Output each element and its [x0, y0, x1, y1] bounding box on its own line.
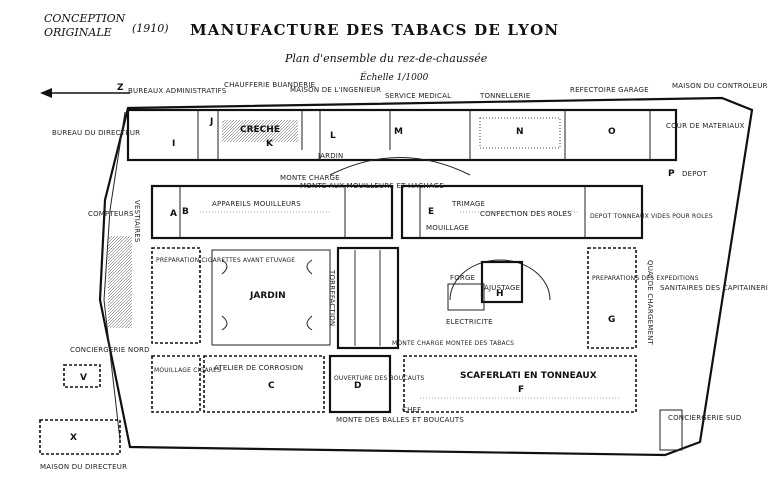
label-bureau-directeur: BUREAU DU DIRECTEUR: [52, 129, 140, 137]
boundary-inner: [103, 111, 126, 441]
label-maison-ingenieur: MAISON DE L'INGENIEUR: [290, 86, 381, 94]
label-preparation: PREPARATION CIGARETTES AVANT ETUVAGE: [156, 257, 295, 264]
left-hatch: [108, 236, 132, 328]
label-jardin-centre: JARDIN: [249, 291, 286, 301]
building-e: [400, 184, 644, 240]
label-tonnellerie: TONNELLERIE: [479, 92, 530, 100]
label-monte-balles: MONTE DES BALLES ET BOUCAUTS: [336, 416, 464, 424]
label-jardin-top: JARDIN: [317, 152, 344, 160]
building-h: [480, 260, 524, 304]
label-monte-mouilleurs: MONTE AUX MOUILLEURS ET HACHAGE: [300, 182, 444, 190]
building-d: [328, 354, 392, 414]
label-refectoire: REFECTOIRE GARAGE: [570, 86, 649, 94]
svg-text:B: B: [182, 207, 189, 217]
label-maison-controleur: MAISON DU CONTROLEUR: [672, 82, 768, 90]
label-vestiaires: VESTIAIRES: [133, 200, 141, 243]
label-compteurs: COMPTEURS: [88, 210, 134, 218]
label-cour: COUR DE MATERIAUX: [666, 122, 745, 130]
original-label-2: ORIGINALE: [44, 26, 112, 39]
north-arrow-icon: Z: [40, 83, 130, 98]
conciergerie-sud: [659, 409, 683, 451]
label-creche: CRECHE: [240, 125, 280, 135]
label-conciergerie-nord: CONCIERGERIE NORD: [70, 346, 150, 354]
central-garden: [211, 249, 331, 346]
plan-title: MANUFACTURE DES TABACS DE LYON: [190, 21, 559, 39]
workshop-arc: [449, 259, 551, 301]
conciergerie-nord: [63, 364, 101, 388]
label-torrefaction: TORREFACTION: [328, 269, 336, 326]
label-monte-tabacs: MONTE CHARGE MONTEE DES TABACS: [392, 340, 514, 347]
building-f: [403, 355, 637, 413]
svg-text:Z: Z: [117, 83, 124, 93]
label-quai: QUAI DE CHARGEMENT: [646, 260, 654, 345]
svg-text:F: F: [518, 385, 524, 395]
label-scaferlati: SCAFERLATI EN TONNEAUX: [460, 371, 597, 381]
plan-scale: Échelle 1/1000: [359, 71, 429, 83]
svg-text:M: M: [394, 127, 403, 137]
label-ajustage: AJUSTAGE: [484, 284, 520, 292]
label-electricite: ELECTRICITE: [446, 318, 493, 326]
label-depot: DEPOT: [682, 170, 707, 178]
label-service-medical: SERVICE MEDICAL: [385, 92, 451, 100]
label-sanitaires: SANITAIRES DES CAPITAINERIES: [660, 284, 768, 292]
label-trimage: TRIMAGE: [451, 200, 485, 208]
original-label-1: CONCEPTION: [44, 12, 126, 25]
svg-text:X: X: [70, 433, 77, 443]
building-letters: A B C D E F G H I J K L M N O P V X: [70, 117, 675, 443]
svg-text:K: K: [266, 139, 274, 149]
label-depot-tonneaux: DEPOT TONNEAUX VIDES POUR ROLES: [590, 213, 713, 220]
label-chaufferie: CHAUFFERIE BUANDERIE: [224, 81, 315, 89]
label-chef: CHEF: [402, 406, 421, 414]
tonnellerie-grid: [479, 117, 561, 149]
building-g: [587, 247, 637, 349]
courtyard-curve: [329, 157, 471, 176]
plan-subtitle: Plan d'ensemble du rez-de-chaussée: [284, 52, 488, 65]
label-mouillage-cigares: MOUILLAGE CIGARES: [154, 367, 221, 374]
label-confection: CONFECTION DES ROLES: [480, 210, 572, 218]
label-mouillage: MOUILLAGE: [426, 224, 469, 232]
label-bureaux: BUREAUX ADMINISTRATIFS: [128, 87, 227, 95]
label-maison-directeur: MAISON DU DIRECTEUR: [40, 463, 127, 471]
label-preparations: PREPARATIONS DES EXPEDITIONS: [592, 275, 699, 282]
svg-text:G: G: [608, 315, 615, 325]
building-c: [203, 355, 325, 413]
building-i: [151, 355, 201, 413]
svg-text:L: L: [330, 131, 336, 141]
label-monte-charge: MONTE CHARGE: [280, 174, 340, 182]
building-a: [151, 247, 201, 344]
label-appareils: APPAREILS MOUILLEURS: [212, 200, 301, 208]
svg-text:C: C: [268, 381, 275, 391]
creche-hatch: [222, 120, 298, 142]
label-atelier-corrosion: ATELIER DE CORROSION: [214, 364, 303, 372]
site-boundary: [98, 96, 754, 457]
north-range: [126, 108, 678, 162]
svg-text:P: P: [668, 169, 675, 179]
svg-text:O: O: [608, 127, 616, 137]
svg-text:H: H: [496, 289, 504, 299]
year-label: (1910): [132, 22, 169, 35]
building-b: [150, 184, 394, 240]
svg-text:V: V: [80, 373, 87, 383]
svg-text:N: N: [516, 127, 524, 137]
label-ouverture: OUVERTURE DES BOUCAUTS: [334, 375, 424, 382]
svg-text:E: E: [428, 207, 434, 217]
forge-block: [447, 283, 485, 311]
svg-text:I: I: [172, 139, 175, 149]
label-conciergerie-sud: CONCIERGERIE SUD: [668, 414, 741, 422]
svg-text:A: A: [170, 209, 177, 219]
svg-text:J: J: [209, 117, 213, 127]
maison-directeur: [39, 419, 121, 455]
svg-text:D: D: [354, 381, 361, 391]
torrefaction-hall: [336, 246, 400, 350]
label-forge: FORGE: [450, 274, 475, 282]
